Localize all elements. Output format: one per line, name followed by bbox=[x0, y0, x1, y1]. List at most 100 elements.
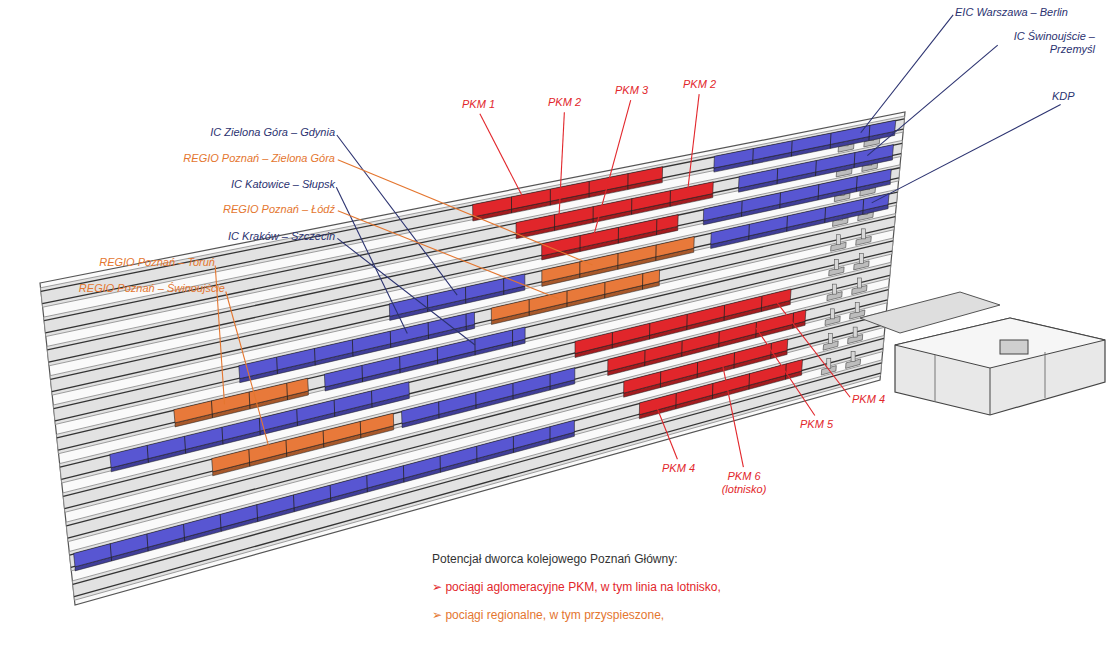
car-joint bbox=[184, 524, 185, 541]
car-joint bbox=[824, 207, 826, 222]
car-joint bbox=[476, 446, 477, 462]
rail bbox=[66, 314, 886, 526]
leader-line bbox=[226, 291, 270, 450]
car-joint bbox=[868, 125, 870, 140]
car-joint bbox=[249, 392, 251, 409]
building-edge bbox=[990, 368, 991, 415]
train-label: PKM 3 bbox=[615, 84, 648, 97]
car-joint bbox=[779, 193, 781, 209]
car-joint bbox=[618, 227, 619, 243]
leader-line bbox=[336, 187, 407, 333]
rail bbox=[73, 363, 882, 585]
car-joint bbox=[466, 314, 467, 330]
train-side bbox=[75, 432, 574, 571]
stair-post bbox=[853, 327, 857, 337]
leader-line bbox=[559, 112, 564, 220]
building-edge bbox=[1045, 352, 1046, 398]
station-ground bbox=[40, 112, 905, 605]
train-label: PKM 2 bbox=[548, 96, 581, 109]
stair-post bbox=[859, 253, 863, 263]
train bbox=[542, 237, 695, 283]
car-joint bbox=[474, 339, 475, 355]
car-joint bbox=[256, 505, 258, 522]
car-joint bbox=[221, 427, 223, 444]
car-joint bbox=[566, 291, 567, 307]
car-joint bbox=[649, 323, 650, 339]
car-joint bbox=[399, 357, 400, 374]
car-joint bbox=[503, 279, 504, 295]
leader-line bbox=[687, 94, 699, 193]
train bbox=[703, 169, 891, 221]
building-block bbox=[1000, 340, 1028, 354]
car-joint bbox=[211, 401, 212, 418]
train-label: REGIO Poznań – Świnoujście bbox=[79, 282, 225, 295]
stair-post bbox=[855, 303, 859, 313]
car-joint bbox=[334, 400, 336, 417]
train-label: KDP bbox=[1052, 90, 1075, 103]
car-joint bbox=[550, 189, 551, 205]
stair-post bbox=[861, 229, 865, 239]
train-side bbox=[402, 380, 575, 428]
car-joint bbox=[697, 362, 698, 378]
car-joint bbox=[627, 174, 628, 190]
car-joint bbox=[554, 215, 555, 231]
train bbox=[212, 413, 394, 472]
car-joint bbox=[724, 305, 726, 321]
car-joint bbox=[512, 383, 513, 399]
stair-post bbox=[836, 235, 840, 245]
train-label: REGIO Poznań – Zielona Góra bbox=[183, 152, 335, 165]
stair-post bbox=[827, 358, 831, 368]
car-joint bbox=[741, 201, 743, 217]
car-joint bbox=[670, 191, 671, 207]
car-joint bbox=[259, 418, 261, 435]
car-joint bbox=[529, 299, 530, 315]
stair-post bbox=[833, 284, 837, 294]
car-joint bbox=[675, 393, 676, 409]
car-joint bbox=[617, 253, 618, 269]
car-joint bbox=[390, 331, 391, 348]
car-joint bbox=[512, 330, 513, 346]
rail bbox=[68, 324, 885, 538]
leader-line bbox=[337, 238, 475, 345]
leader-line bbox=[338, 211, 559, 299]
track-bed bbox=[47, 165, 900, 366]
stair-post bbox=[831, 309, 835, 319]
train bbox=[711, 194, 889, 245]
train bbox=[491, 270, 659, 321]
car-joint bbox=[438, 402, 439, 418]
train bbox=[324, 327, 525, 387]
car-joint bbox=[777, 169, 779, 185]
car-joint bbox=[330, 485, 332, 502]
train-label: PKM 2 bbox=[683, 78, 716, 91]
leader-line bbox=[480, 114, 525, 201]
train bbox=[516, 182, 713, 235]
train-side bbox=[325, 339, 525, 391]
car-joint bbox=[733, 353, 735, 369]
car-joint bbox=[686, 314, 687, 330]
car-joint bbox=[366, 475, 368, 492]
car-joint bbox=[589, 181, 590, 197]
car-joint bbox=[323, 431, 325, 448]
train-label: IC Zielona Góra – Gdynia bbox=[210, 126, 335, 139]
train-label: IC Świnoujście – Przemyśl bbox=[1000, 30, 1095, 56]
car-joint bbox=[428, 323, 429, 340]
rail bbox=[74, 373, 881, 597]
car-joint bbox=[612, 332, 613, 348]
car-joint bbox=[712, 383, 714, 399]
stair-post bbox=[834, 259, 838, 269]
footbridge-building bbox=[860, 292, 1105, 415]
rail bbox=[60, 265, 891, 467]
car-joint bbox=[818, 185, 820, 200]
car-joint bbox=[656, 219, 657, 235]
car-joint bbox=[854, 153, 856, 168]
car-joint bbox=[293, 495, 295, 512]
building-edge bbox=[935, 355, 936, 402]
car-joint bbox=[403, 466, 404, 483]
leader-line bbox=[774, 299, 850, 397]
rail bbox=[57, 241, 893, 438]
car-joint bbox=[792, 313, 794, 329]
car-joint bbox=[352, 340, 354, 357]
car-joint bbox=[580, 236, 581, 252]
car-joint bbox=[748, 224, 750, 240]
